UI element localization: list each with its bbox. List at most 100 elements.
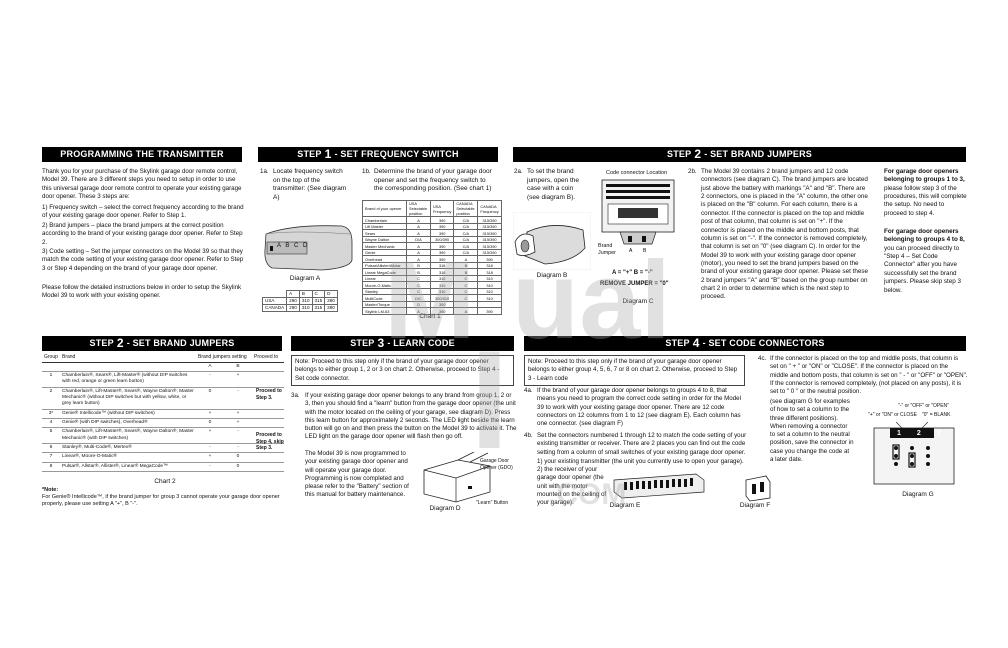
frequency-switch-letters: A B C D: [277, 243, 309, 249]
step3-header: STEP 3 - LEARN CODE: [291, 336, 514, 351]
watermark-com: .COM: [548, 478, 627, 511]
chart2-b: +: [224, 371, 252, 388]
step2b-text: The Model 39 contains 2 brand jumpers an…: [701, 168, 868, 301]
freq-h4: D: [324, 289, 338, 299]
chart2-b: +: [224, 409, 252, 419]
step2-side-note-1: For garage door openers belonging to gro…: [884, 168, 968, 218]
diagram-f-connector: [745, 475, 771, 502]
step3-note: Note: Proceed to this step only if the b…: [291, 355, 514, 386]
chart1-h-usa-pos: USA Selectable position: [406, 199, 431, 218]
chart2-proceed-cell: [252, 371, 284, 388]
diagram-g-caption: Diagram G: [902, 491, 934, 498]
step1a-label: 1a.: [260, 168, 269, 175]
chart2-group: 1: [42, 371, 60, 388]
chart2-group: 4: [42, 418, 60, 429]
programming-item-2: 2) Brand jumpers – place the brand jumpe…: [42, 222, 243, 246]
chart1-caption: Chart 1: [419, 313, 441, 320]
chart2-group: 2: [42, 387, 60, 410]
step2b-label: 2b.: [688, 168, 697, 175]
chart2-brand: Chamberlain®, Sears®, Lift-Master® (with…: [60, 371, 196, 388]
step1a-text: Locate frequency switch on the top of th…: [273, 168, 347, 201]
freq-cell: 315: [311, 297, 326, 306]
g-label-off: "-" or "OFF" or "OPEN": [898, 403, 949, 409]
chart1-h-can-freq: CANADA Frequency: [477, 199, 502, 218]
chart2-h-a: A: [196, 362, 224, 372]
side2-bold: For garage door openers belonging to gro…: [884, 228, 965, 244]
chart2-b: +: [224, 418, 252, 429]
frequency-table-row: USA 290 310 315 390: [261, 297, 338, 306]
chart2-note-label: *Note:: [42, 487, 59, 493]
step2a-label: 2a.: [514, 168, 523, 175]
chart2-brand: Linear®, Moore-O-Matic®: [60, 452, 196, 463]
freq-h3: C: [311, 289, 326, 299]
step1b-text: Determine the brand of your garage door …: [374, 168, 492, 193]
g-column-numbers: 1 2 3: [897, 430, 948, 437]
side1-rest: please follow step 3 of the procedures, …: [884, 184, 967, 217]
programming-header: PROGRAMMING THE TRANSMITTER: [42, 147, 242, 162]
chart2-group: 5: [42, 427, 60, 444]
chart2-group: 3*: [42, 409, 60, 419]
gdo-label: Garage Door Opener (GDO): [480, 458, 513, 471]
step4c-text: If the connector is placed on the top an…: [770, 355, 968, 395]
step4b-item-2: 2) the receiver of your garage door open…: [537, 466, 607, 506]
chart2-h-setting: Brand jumpers setting: [196, 353, 252, 363]
freq-h0: [263, 291, 287, 298]
chart2-h-brand: Brand: [60, 353, 196, 363]
diagram-d-caption: Diagram D: [429, 505, 461, 512]
svg-text:A: A: [629, 248, 633, 254]
g-label-on: "+" or "ON" or CLOSE: [868, 412, 917, 418]
step2-header: STEP 2 - SET BRAND JUMPERS: [513, 147, 966, 162]
frequency-table-header: A B C D: [263, 289, 338, 299]
chart2-proceed-cell: [252, 387, 284, 410]
chart2-group: 8: [42, 462, 60, 472]
chart2-header: Group Brand Brand jumpers setting Procee…: [42, 353, 284, 363]
chart2-blank: [42, 362, 60, 372]
chart1-cell: 390: [429, 307, 455, 315]
step4-note: Note: Proceed to this step only if the b…: [524, 355, 745, 386]
freq-cell: 310: [298, 297, 313, 306]
chart1-header: Brand of your opener USA Selectable posi…: [362, 199, 502, 218]
freq-cell: 290: [286, 297, 300, 306]
plus-minus-label: A = "+" B = "-": [612, 270, 653, 276]
g-label-blank: "0" = BLANK: [922, 412, 951, 418]
brand-jumper-label: Brand Jumper: [598, 243, 616, 257]
diagram-a-transmitter: [264, 225, 353, 271]
chart2-a: +: [196, 409, 224, 419]
chart2-group: 6: [42, 443, 60, 454]
freq-cell: 390: [324, 304, 338, 313]
chart2-proceed-cell: [252, 462, 284, 472]
chart2-blank: [252, 362, 284, 372]
programming-intro: Thank you for your purchase of the Skyli…: [42, 168, 242, 200]
step3a-label: 3a.: [291, 392, 300, 399]
chart1-h-usa-freq: USA Frequency: [429, 199, 455, 218]
chart2-b: 0: [224, 452, 252, 463]
freq-cell: 315: [311, 304, 326, 313]
chart2-proceed-2: Proceed to Step 4, skip Step 3.: [256, 432, 284, 452]
chart2-b: -: [224, 443, 252, 454]
step3a-text: If your existing garage door opener belo…: [305, 392, 517, 441]
diagram-c-caption: Diagram C: [622, 298, 654, 305]
diagram-b-coin-open: [513, 212, 591, 270]
chart2-brand: Pulsar®, Allstar®, Allister®, Linear® Me…: [60, 462, 196, 472]
chart2-a: 0: [196, 387, 224, 410]
freq-cell: USA: [261, 297, 288, 306]
chart2-b: -: [224, 427, 252, 444]
chart2-note-text: For Genie® Intellicode™, if the brand ju…: [42, 494, 280, 508]
chart2-h-group: Group: [42, 353, 60, 363]
remove-jumper-label: REMOVE JUMPER = "0": [600, 281, 669, 287]
watermark-m: M: [384, 239, 476, 362]
frequency-table: A B C D USA 290 310 315 390 CANADA 290 3…: [261, 289, 338, 313]
step1b-label: 1b.: [362, 168, 371, 175]
watermark-i: I: [470, 321, 509, 478]
chart2-a: 0: [196, 418, 224, 429]
diagram-b-caption: Diagram B: [536, 272, 568, 279]
chart2-table: Group Brand Brand jumpers setting Procee…: [42, 353, 284, 472]
